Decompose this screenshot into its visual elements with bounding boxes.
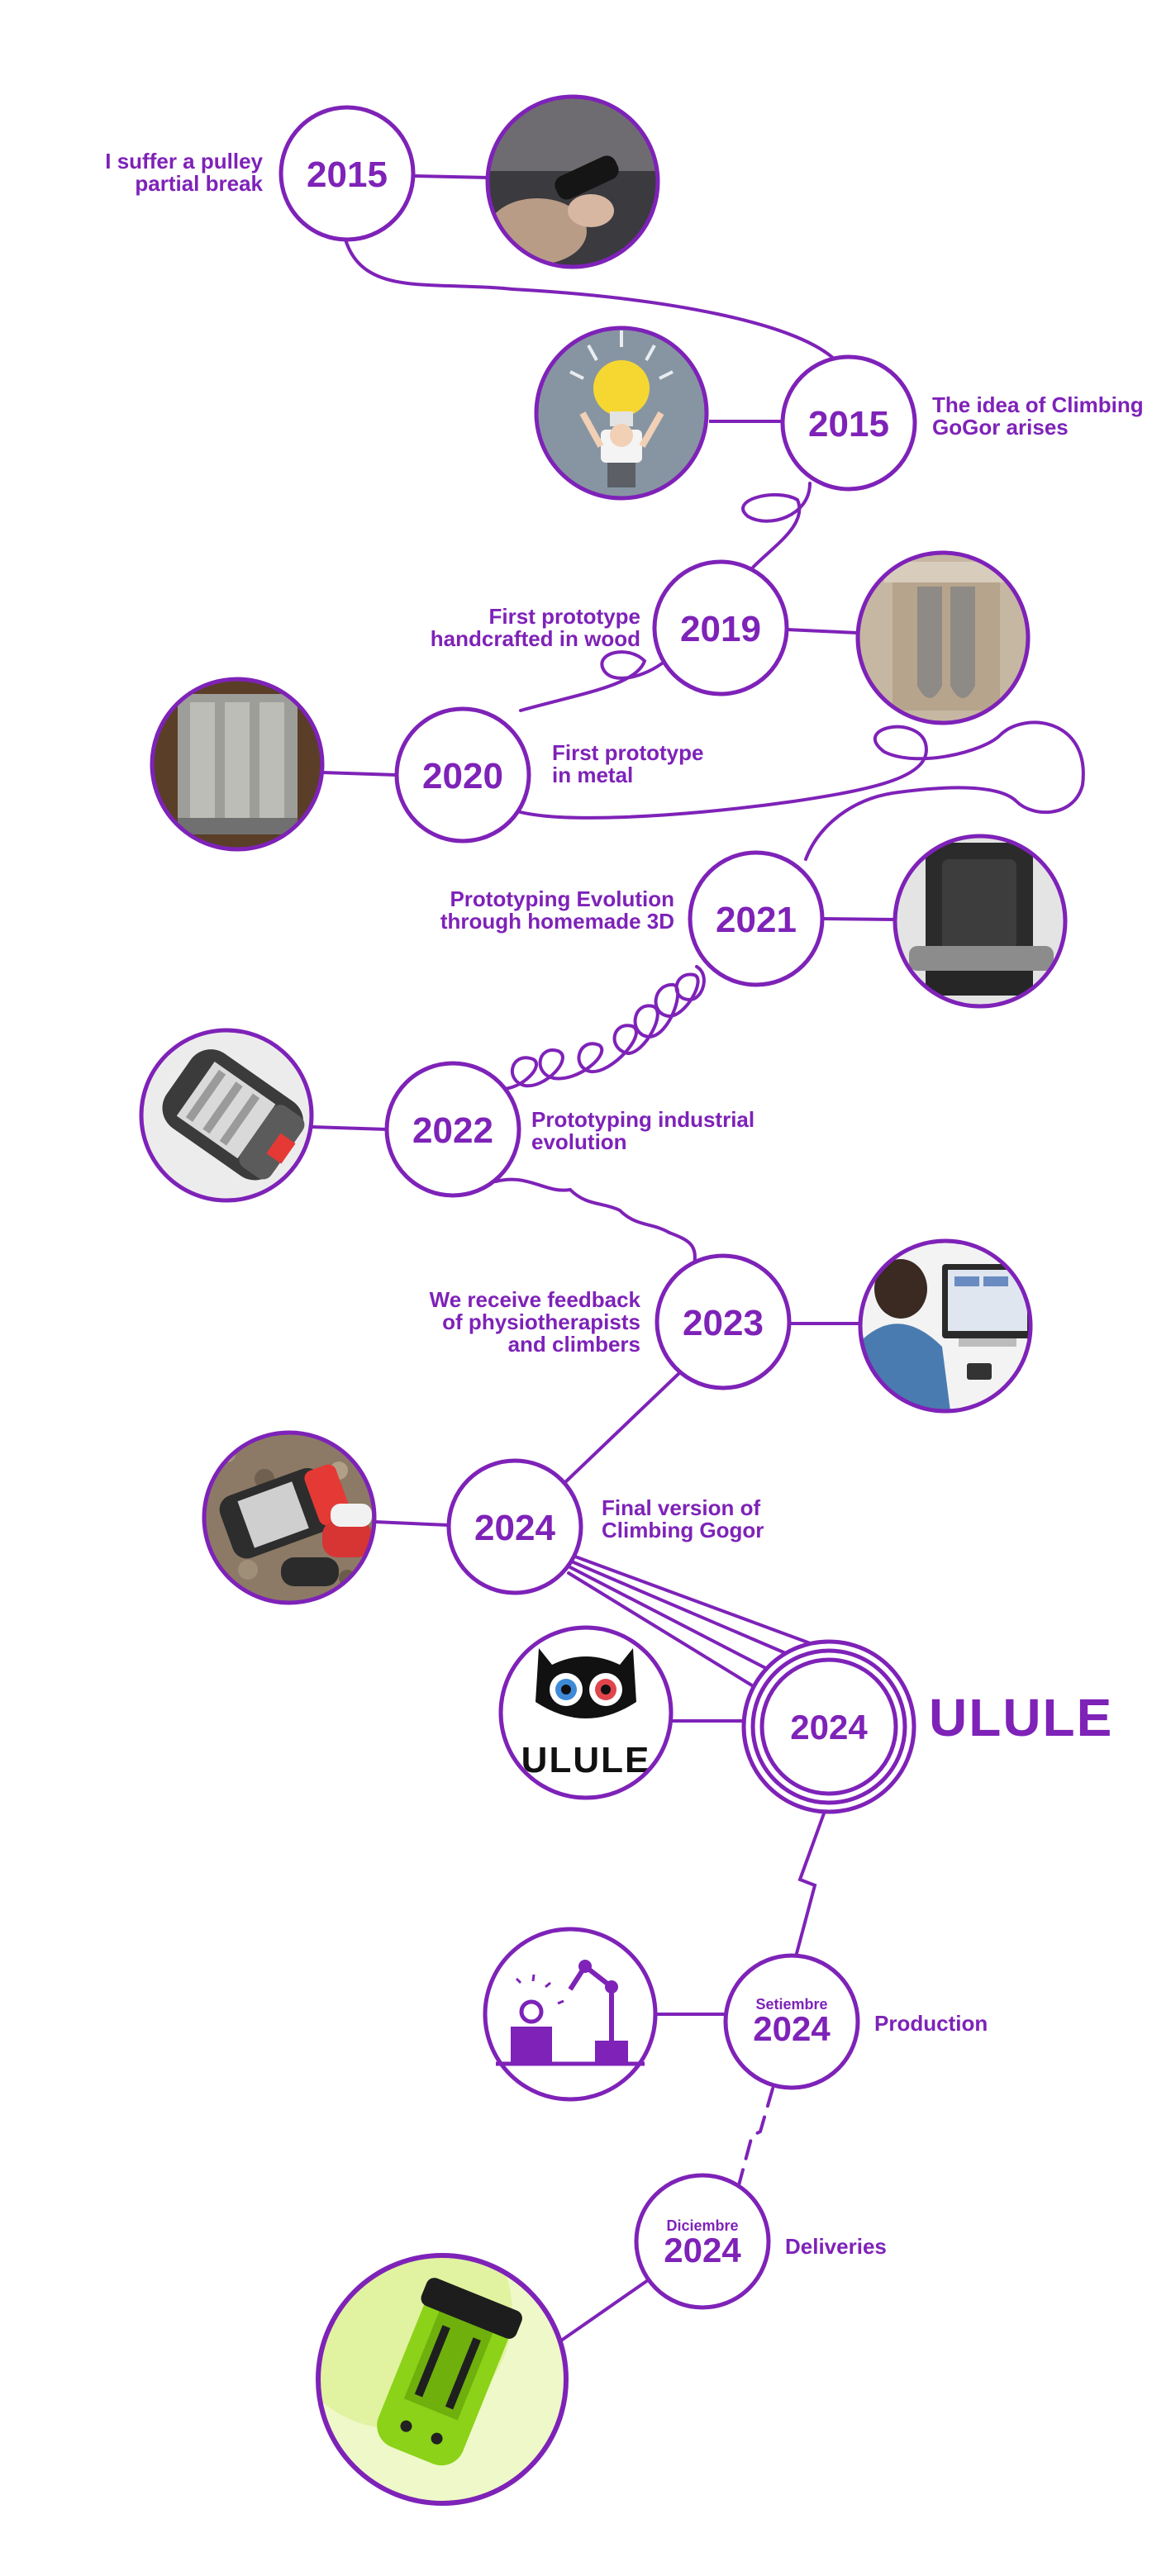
year-label: 2015 (808, 404, 889, 444)
timeline-path (344, 238, 1085, 2348)
year-node-1: 2015 (278, 105, 416, 242)
milestone-image-8 (202, 1430, 377, 1605)
year-label: 2024 (753, 2009, 831, 2048)
year-node-2: 2015 (780, 354, 917, 492)
year-node-4: 2020 (394, 706, 531, 844)
production-robot-icon (483, 1927, 658, 2102)
year-node-6: 2022 (384, 1061, 521, 1198)
year-node-3: 2019 (652, 559, 789, 696)
year-node-ulule: 2024 (741, 1639, 916, 1814)
connectors (312, 174, 896, 2016)
year-label: 2022 (412, 1110, 493, 1151)
milestone-image-3 (855, 550, 1031, 725)
milestone-label-production: Production (874, 2011, 988, 2036)
milestone-image-4 (150, 677, 325, 852)
year-node-production: Setiembre 2024 (723, 1953, 860, 2090)
year-label: 2024 (474, 1508, 555, 1548)
milestone-image-2 (534, 326, 709, 501)
milestone-image-7 (858, 1238, 1033, 1414)
milestone-image-5 (893, 834, 1068, 1009)
milestone-image-6 (139, 1028, 314, 1203)
year-label: 2020 (422, 756, 503, 796)
year-node-5: 2021 (688, 850, 825, 987)
month-label: Diciembre (666, 2217, 738, 2234)
year-label: 2024 (664, 2231, 741, 2269)
year-node-8: 2024 (446, 1458, 583, 1595)
green-product-photo (316, 2253, 569, 2506)
year-label: 2023 (683, 1303, 764, 1343)
year-label: 2015 (307, 154, 388, 195)
ulule-title: ULULE (929, 1688, 1114, 1747)
milestone-image-1 (485, 94, 660, 269)
year-label: 2019 (680, 609, 761, 649)
ulule-logo: ULULE (498, 1625, 674, 1800)
month-label: Setiembre (755, 1996, 827, 2013)
year-label: 2021 (716, 900, 797, 940)
year-node-deliveries: Diciembre 2024 (634, 2173, 771, 2310)
year-label: 2024 (790, 1708, 868, 1747)
ulule-logo-text: ULULE (521, 1740, 651, 1780)
milestone-label-deliveries: Deliveries (785, 2234, 887, 2259)
year-node-7: 2023 (655, 1253, 792, 1390)
